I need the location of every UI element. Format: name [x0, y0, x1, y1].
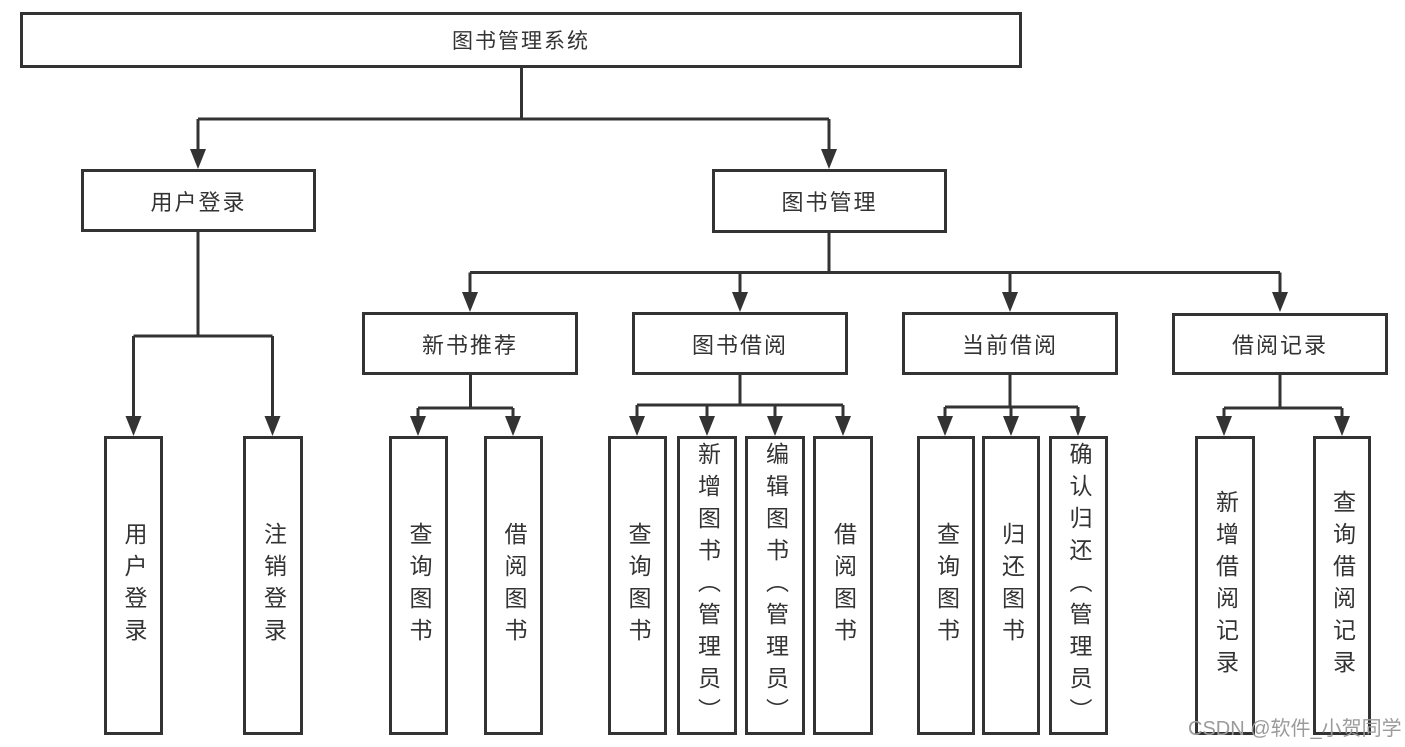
node-borrow-records-label: 借阅记录: [1231, 333, 1328, 358]
node-current-borrow: 当前借阅: [902, 312, 1118, 375]
leaf-br-add-record: 新增借阅记录: [1195, 436, 1255, 735]
node-user-login-label: 用户登录: [150, 189, 247, 215]
leaf-rec-borrow-books: 借阅图书: [484, 436, 543, 735]
leaf-br-query-record-label: 查询借阅记录: [1329, 489, 1356, 682]
leaf-bb-add-books-label: 新增图书（管理员）: [694, 441, 721, 730]
leaf-br-add-record-label: 新增借阅记录: [1212, 489, 1239, 682]
leaf-cb-return-books-label: 归还图书: [998, 521, 1025, 650]
node-root: 图书管理系统: [20, 12, 1022, 68]
node-book-mgmt: 图书管理: [712, 169, 947, 233]
leaf-bb-add-books: 新增图书（管理员）: [677, 436, 737, 735]
connector-current-borrow-children: [937, 375, 1086, 436]
leaf-rec-query-books-label: 查询图书: [406, 521, 432, 650]
node-new-book-rec-label: 新书推荐: [421, 332, 518, 358]
leaf-user-login: 用户登录: [104, 436, 163, 735]
node-root-label: 图书管理系统: [452, 30, 590, 53]
node-user-login: 用户登录: [81, 169, 316, 232]
leaf-br-query-record: 查询借阅记录: [1313, 436, 1371, 735]
node-borrow-records: 借阅记录: [1172, 313, 1388, 375]
leaf-bb-query-books: 查询图书: [608, 436, 667, 735]
connector-borrow-records-children: [1216, 375, 1350, 436]
leaf-bb-borrow-books: 借阅图书: [813, 436, 873, 735]
connector-book-mgmt-children: [462, 233, 1288, 312]
leaf-bb-edit-books-label: 编辑图书（管理员）: [762, 441, 789, 730]
leaf-cb-confirm-return-label: 确认归还（管理员）: [1066, 441, 1092, 730]
leaf-user-login-label: 用户登录: [121, 521, 147, 650]
leaf-rec-borrow-books-label: 借阅图书: [501, 521, 527, 650]
node-new-book-rec: 新书推荐: [362, 312, 578, 375]
leaf-logout-label: 注销登录: [260, 521, 287, 650]
leaf-cb-return-books: 归还图书: [982, 436, 1040, 735]
node-book-mgmt-label: 图书管理: [781, 190, 878, 215]
connector-new-book-rec-children: [410, 375, 521, 436]
connector-root-to-level2: [190, 68, 837, 169]
leaf-logout: 注销登录: [243, 436, 303, 735]
connector-book-borrow-children: [629, 375, 851, 436]
node-book-borrow: 图书借阅: [632, 312, 848, 375]
leaf-cb-confirm-return: 确认归还（管理员）: [1049, 436, 1108, 735]
leaf-rec-query-books: 查询图书: [389, 436, 448, 735]
node-current-borrow-label: 当前借阅: [961, 332, 1058, 358]
leaf-cb-query-books-label: 查询图书: [933, 521, 960, 650]
leaf-bb-borrow-books-label: 借阅图书: [830, 521, 857, 650]
node-book-borrow-label: 图书借阅: [691, 332, 788, 358]
leaf-cb-query-books: 查询图书: [917, 436, 975, 735]
connector-user-login-children: [125, 232, 281, 436]
watermark: CSDN @软件_小贺同学: [1188, 718, 1402, 740]
leaf-bb-query-books-label: 查询图书: [625, 521, 651, 650]
leaf-bb-edit-books: 编辑图书（管理员）: [745, 436, 805, 735]
